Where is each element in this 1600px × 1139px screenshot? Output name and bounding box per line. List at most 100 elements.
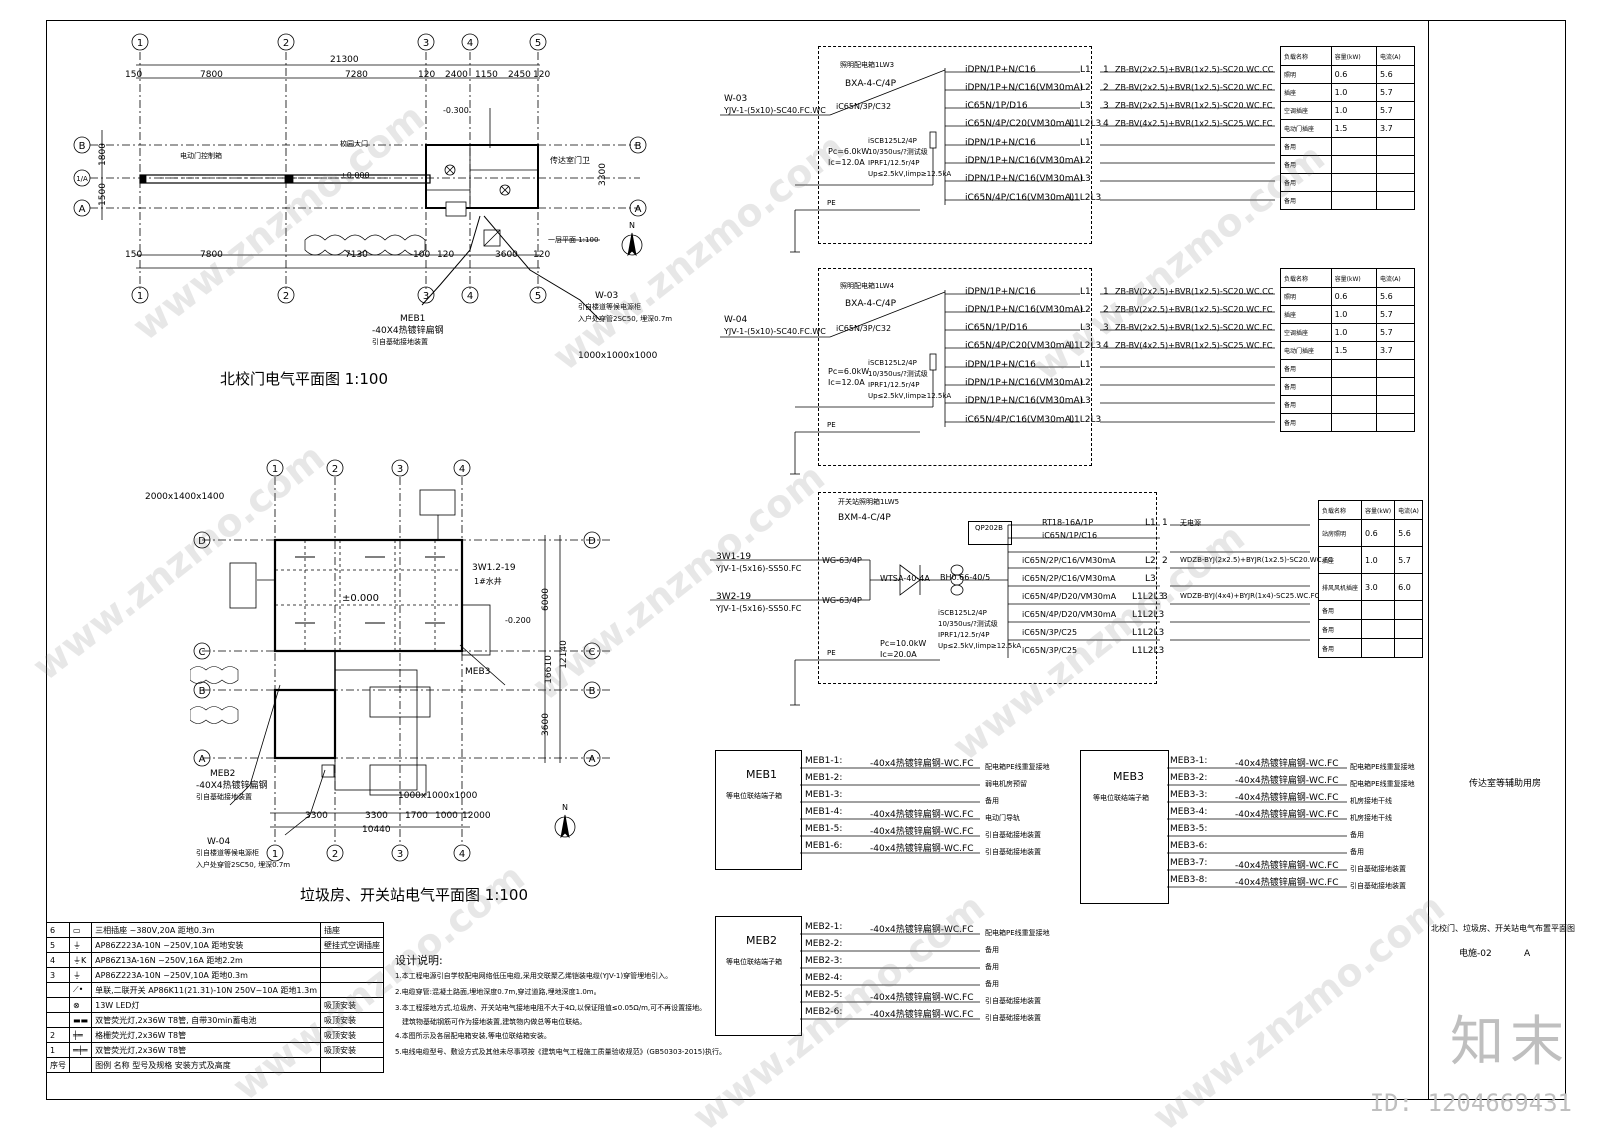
s2-feeder: W-04 (724, 315, 748, 325)
znzmo-logo: 知末 (1450, 1010, 1570, 1073)
s1-cable: YJV-1-(5x10)-SC40.FC.WC (724, 106, 826, 115)
s3-breaker-spec: iC65N/2P/C16/VM30mA (1022, 574, 1116, 583)
axis-1-label: 1 (137, 38, 143, 49)
p2-dim-side-3: 12140 (558, 640, 569, 669)
breaker-spec: iDPN/1P+N/C16(VM30mA) (965, 156, 1084, 166)
load-row: 备用 (1280, 191, 1416, 210)
load-row: 备用 (1280, 395, 1416, 414)
p1-dim-bot-2: 7800 (200, 250, 223, 260)
legend-row: 1═╪═双管荧光灯,2x36W T8管吸顶安装 (46, 1042, 385, 1058)
s1-cable-spec: ZB-BV(2x2.5)+BVR(1x2.5)-SC20.WC.CC (1115, 65, 1274, 74)
p2-feeder: 3W1.2-19 (472, 563, 516, 573)
p2-level-2: -0.200 (505, 616, 531, 625)
p1-guard-room: 传达室门卫 (550, 156, 590, 165)
notes-line-4: 建筑物基础钢筋可作为接地装置,建筑物内做总等电位联结。 (402, 1018, 587, 1026)
meb-row: MEB1-5: (805, 824, 843, 834)
s2-circuit-no: 2 (1103, 305, 1109, 315)
s3-feed1: 3W1-19 (716, 552, 752, 562)
s1-phase: L3 (1080, 174, 1091, 184)
s3-cable2: YJV-1-(5x16)-SS50.FC (716, 604, 802, 613)
s3-qp-box: QP202B (968, 521, 1012, 545)
s1-phase: L1 (1080, 138, 1091, 148)
panel-1lw3-outline (818, 46, 1092, 244)
p2-dim-5: 12000 (462, 811, 491, 821)
s1-circuit-row: iDPN/1P+N/C16(VM30mA) (965, 83, 1083, 93)
p2-pit-size: 1000x1000x1000 (398, 791, 478, 801)
s3-ats: WTSA-40-4A (880, 574, 930, 583)
drawing-sheet-frame (46, 20, 1566, 1100)
s3-breaker-spec: iC65N/1P/C16 (1042, 531, 1098, 540)
s1-panel: 照明配电箱1LW3 (840, 61, 895, 69)
s2-breaker-spec: iC65N/4P/C16(VM30mA) (965, 415, 1075, 425)
axis-3-label: 3 (423, 38, 429, 49)
s2-phase: L1 (1080, 360, 1091, 370)
s1-wiring (720, 68, 1275, 253)
p1-pit-size: 1000x1000x1000 (578, 351, 658, 361)
s3-spd-1: iSCB125L2/4P (938, 609, 987, 617)
s1-circuit-no: 3 (1103, 101, 1109, 111)
legend-header-row: 序号图例 名称 型号及规格 安装方式及高度 (46, 1057, 385, 1073)
p2-dim-3: 1700 (405, 811, 428, 821)
s3-cable-spec: 无电源 (1180, 519, 1201, 527)
load-row: 备用 (1280, 359, 1416, 378)
svg-text:D: D (198, 536, 206, 547)
svg-text:B: B (199, 686, 206, 697)
meb-row: MEB3-6: (1170, 841, 1208, 851)
legend-row: ⊗13W LED灯吸顶安装 (46, 997, 385, 1013)
s2-cable-spec: ZB-BV(2x2.5)+BVR(1x2.5)-SC20.WC.CC (1115, 287, 1274, 296)
meb2-name: MEB2 (746, 934, 777, 947)
s1-spd-1: iSCB125L2/4P (868, 137, 917, 145)
s3-circuit-no: 2 (1162, 556, 1168, 566)
s3-phase: L1L2L3 (1132, 592, 1165, 602)
socket-icon: ⏚ (68, 937, 93, 953)
svg-text:2: 2 (332, 464, 338, 475)
p2-meb2-note: -40X4热镀锌扁钢 (196, 781, 268, 791)
p1-meb1-label: MEB1 (400, 314, 426, 324)
meb-row: MEB1-4: (805, 807, 843, 817)
meb-row: MEB3-1: (1170, 756, 1208, 766)
svg-text:A: A (79, 204, 86, 215)
s1-circuit-no: 2 (1103, 83, 1109, 93)
svg-text:N: N (562, 803, 568, 812)
s3-sw1: WG-63/4P (822, 556, 862, 565)
s2-breaker-spec: iC65N/4P/C20(VM30mA) (965, 341, 1075, 351)
svg-text:C: C (589, 647, 596, 658)
axis-4-label: 4 (467, 38, 473, 49)
s3-phase: L1L2L3 (1132, 610, 1165, 620)
s2-cable-spec: ZB-BV(2x2.5)+BVR(1x2.5)-SC20.WC.FC (1115, 323, 1273, 332)
garbage-switch-plan-title: 垃圾房、开关站电气平面图 1:100 (300, 886, 528, 904)
s2-cable: YJV-1-(5x10)-SC40.FC.WC (724, 327, 826, 336)
s3-box: BXM-4-C/4P (838, 513, 891, 523)
breaker-spec: iC65N/1P/D16 (965, 101, 1028, 111)
p1-dim-side-3: 3300 (597, 163, 608, 186)
s1-phase: L1L2L3 (1069, 193, 1102, 203)
p2-dim-1: 3300 (305, 811, 328, 821)
meb3-leads (1167, 767, 1347, 888)
s2-circuit-no: 1 (1103, 287, 1109, 297)
svg-text:B: B (79, 141, 86, 152)
s3-sw2: WG-63/4P (822, 596, 862, 605)
p1-meb1-note2: 引自基础接地装置 (372, 338, 428, 346)
s3-breaker-spec: iC65N/4P/D20/VM30mA (1022, 610, 1117, 619)
s2-pc: Pc=6.0kW (828, 367, 870, 376)
p1-dim-top-2: 7800 (200, 70, 223, 80)
s1-circuit-row: iC65N/4P/C20(VM30mA) (965, 119, 1074, 129)
p2-dim-side-4: 16610 (543, 655, 554, 684)
s2-circuit-no: 3 (1103, 323, 1109, 333)
p2-w04-src: 引自楼道等候电源柜 (196, 849, 259, 857)
s2-phase: L2 (1080, 305, 1091, 315)
meb2-leads (800, 933, 980, 1020)
s3-ic: Ic=20.0A (880, 650, 917, 659)
s3-breaker-spec: iC65N/3P/C25 (1022, 628, 1078, 637)
socket3-icon: ▭ (68, 922, 93, 938)
p2-meb2-note2: 引自基础接地装置 (196, 793, 252, 801)
meb-row: MEB2-3: (805, 956, 843, 966)
s2-breaker-spec: iDPN/1P+N/C16 (965, 360, 1036, 370)
notes-line-5: 4.本图所示及各层配电箱安装,等电位联结箱安装。 (395, 1032, 551, 1040)
